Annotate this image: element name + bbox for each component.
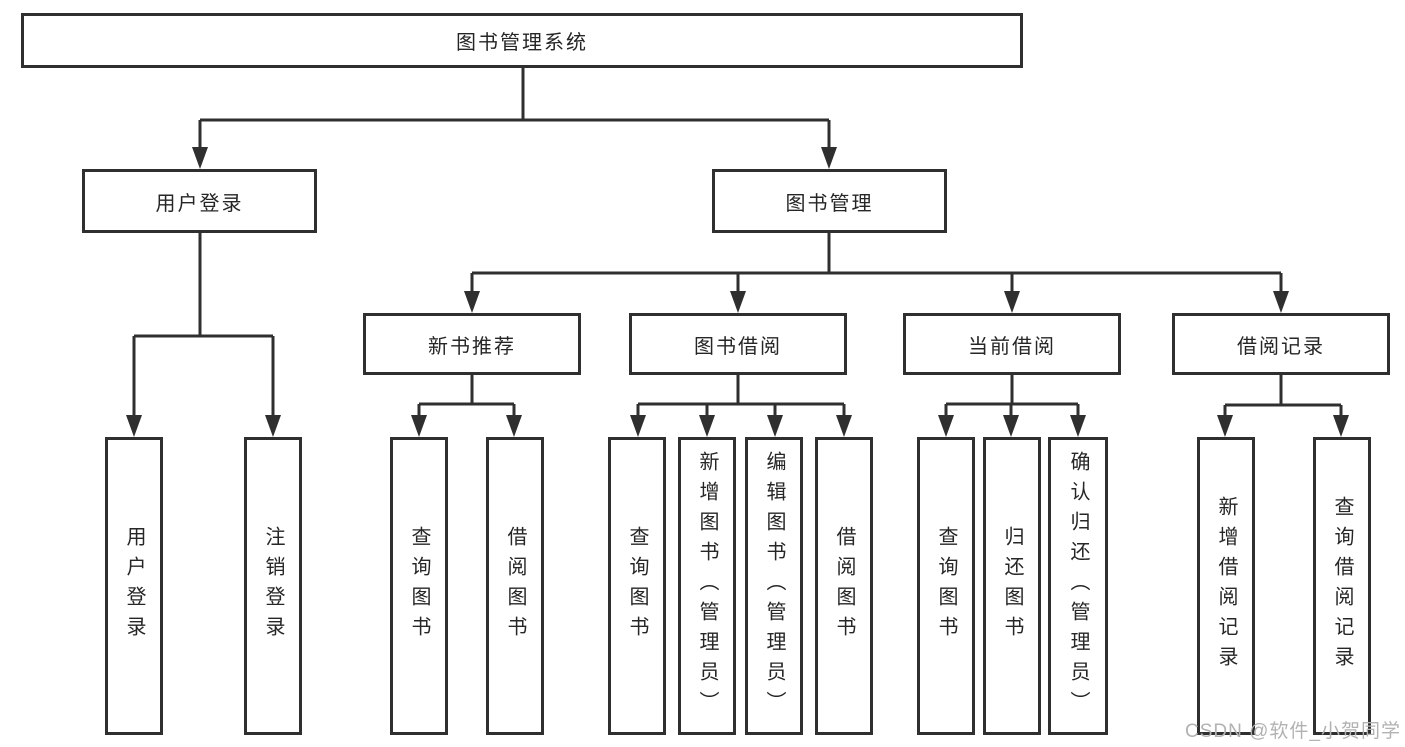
leaf-query-books-recommend-label: 查询图书 [408,526,430,646]
leaf-query-borrow-record: 查询借阅记录 [1313,437,1371,735]
leaf-return-books: 归还图书 [983,437,1041,735]
node-current-borrowing: 当前借阅 [903,313,1121,375]
connector-user-login-group [132,233,275,418]
leaf-add-borrow-record: 新增借阅记录 [1197,437,1255,735]
connector-records-group [1223,375,1343,418]
node-book-management: 图书管理 [712,169,947,233]
leaf-add-book-admin-label: 新增图书（管理员） [696,451,718,721]
node-root-label: 图书管理系统 [456,32,588,54]
leaf-return-books-label: 归还图书 [1001,526,1023,646]
leaf-borrow-books-borrowing: 借阅图书 [815,437,873,735]
node-new-book-recommendation: 新书推荐 [363,313,581,375]
leaf-query-books-borrowing-label: 查询图书 [626,526,648,646]
watermark: CSDN @软件_小贺同学 [1185,721,1401,742]
node-current-borrowing-label: 当前借阅 [968,335,1056,358]
leaf-query-books-borrowing: 查询图书 [608,437,666,735]
leaf-edit-book-admin-label: 编辑图书（管理员） [763,451,785,721]
node-borrowing-records-label: 借阅记录 [1237,335,1325,358]
leaf-confirm-return-admin-label: 确认归还（管理员） [1067,451,1089,721]
node-book-borrowing: 图书借阅 [629,313,847,375]
leaf-borrow-books-borrowing-label: 借阅图书 [833,526,855,646]
node-borrowing-records: 借阅记录 [1172,313,1390,375]
leaf-add-borrow-record-label: 新增借阅记录 [1215,496,1237,676]
leaf-logout: 注销登录 [244,437,302,735]
leaf-query-books-current-label: 查询图书 [935,526,957,646]
leaf-query-books-current: 查询图书 [917,437,975,735]
connector-current-group [944,375,1080,418]
leaf-add-book-admin: 新增图书（管理员） [678,437,736,735]
leaf-query-books-recommend: 查询图书 [390,437,448,735]
node-root: 图书管理系统 [21,13,1023,68]
node-book-management-label: 图书管理 [785,192,874,215]
connector-borrowing-group [636,375,846,418]
connector-recommend-group [417,375,516,418]
node-new-book-recommendation-label: 新书推荐 [428,335,516,358]
node-user-login: 用户登录 [82,169,317,233]
connector-root [198,68,831,150]
leaf-logout-label: 注销登录 [262,526,284,646]
node-user-login-label: 用户登录 [155,192,244,215]
node-book-borrowing-label: 图书借阅 [694,335,782,358]
leaf-confirm-return-admin: 确认归还（管理员） [1048,437,1108,735]
leaf-borrow-books-recommend: 借阅图书 [486,437,544,735]
leaf-query-borrow-record-label: 查询借阅记录 [1331,496,1353,676]
leaf-edit-book-admin: 编辑图书（管理员） [745,437,803,735]
leaf-user-login: 用户登录 [105,437,163,735]
leaf-user-login-label: 用户登录 [123,526,145,646]
leaf-borrow-books-recommend-label: 借阅图书 [504,526,526,646]
connector-book-management [470,233,1283,294]
